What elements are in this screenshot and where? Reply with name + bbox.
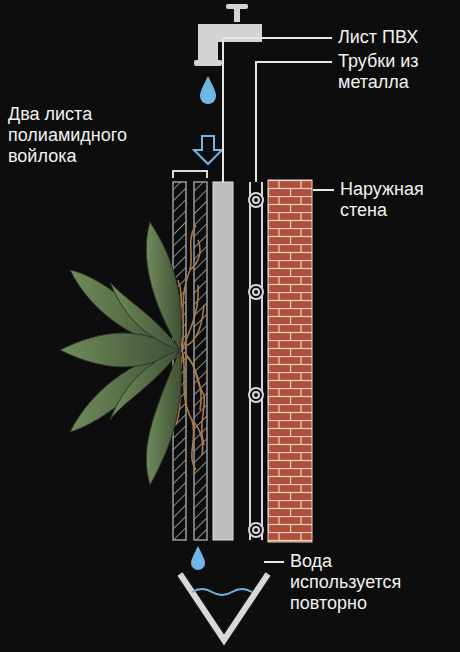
metal-tubes bbox=[249, 182, 263, 540]
leader-line bbox=[223, 38, 334, 562]
part-label: Вода используется повторно bbox=[290, 551, 415, 614]
faucet bbox=[194, 4, 262, 66]
down-arrow bbox=[194, 136, 222, 164]
felt-sheet bbox=[194, 182, 207, 540]
plant bbox=[60, 222, 181, 485]
part-label: Лист ПВХ bbox=[338, 27, 456, 48]
water-drop bbox=[200, 76, 216, 104]
pvc-sheet bbox=[213, 182, 233, 540]
water-drop bbox=[191, 546, 205, 570]
part-label: Трубки из металла bbox=[338, 51, 456, 93]
part-label: Наружная стена bbox=[340, 179, 455, 221]
gutter bbox=[180, 574, 268, 640]
brick-wall bbox=[268, 180, 312, 542]
bracket bbox=[173, 171, 207, 178]
part-label: Два листа полиамидного войлока bbox=[8, 104, 158, 167]
water bbox=[192, 589, 252, 595]
